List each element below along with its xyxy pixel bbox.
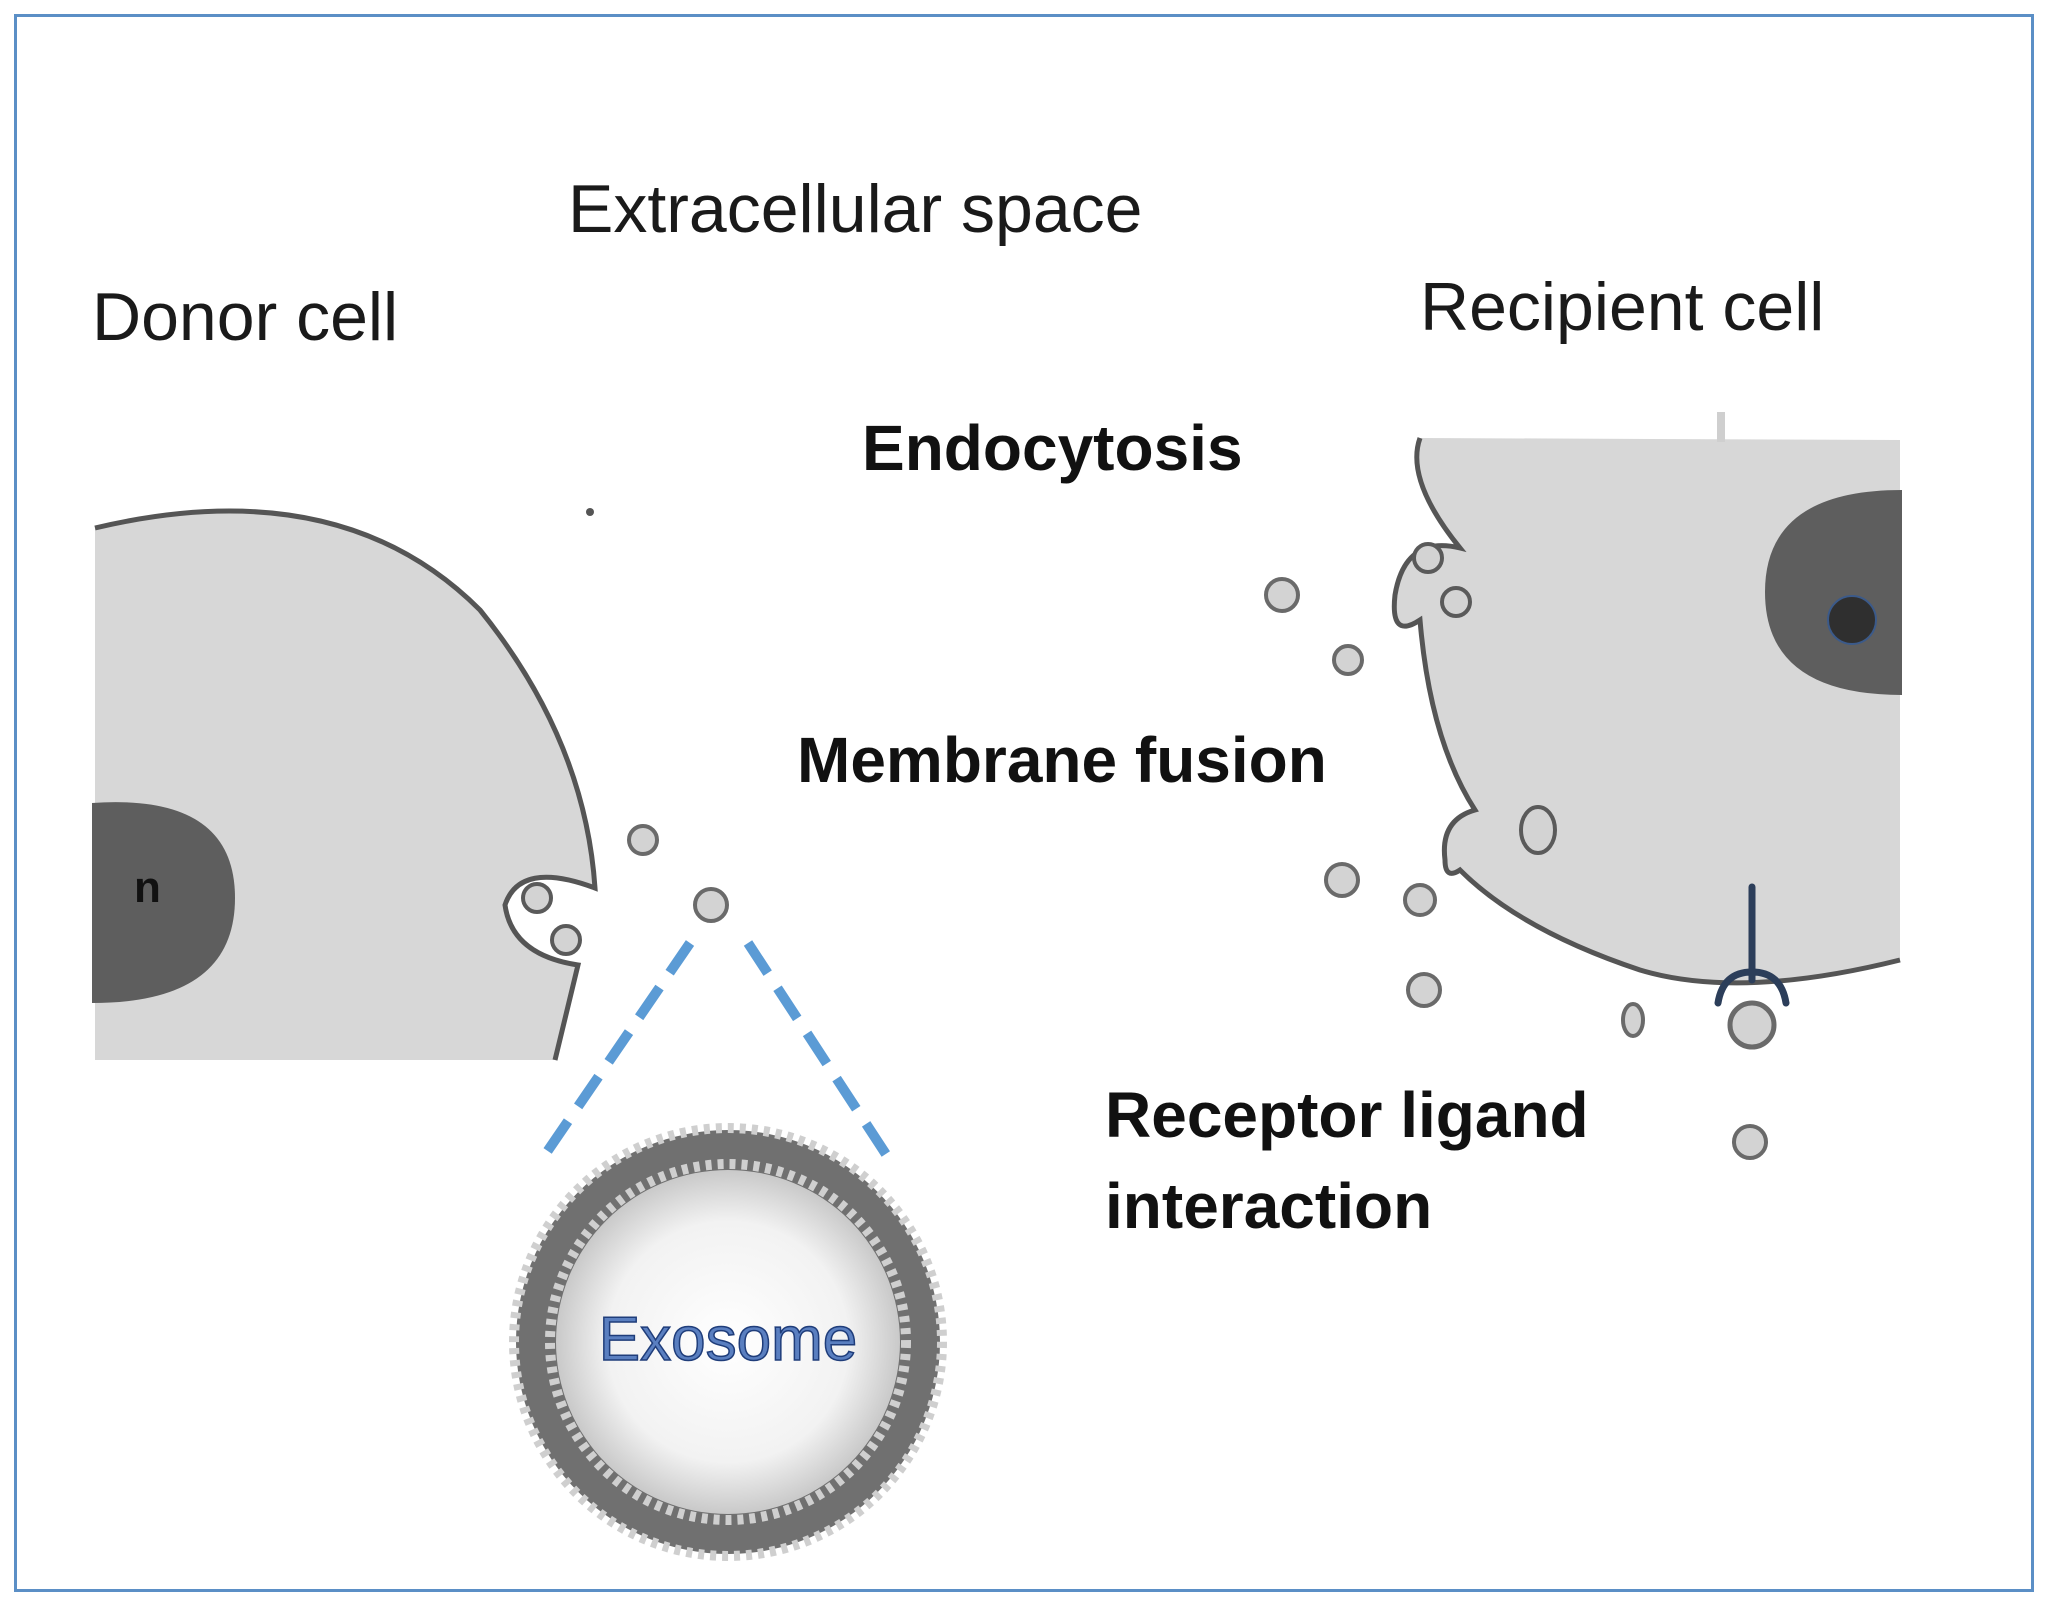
exosome-dot — [1621, 1002, 1645, 1038]
debris-dot — [586, 508, 594, 516]
exosome-inner-bead-ring — [545, 1159, 911, 1525]
endocytosis-label: Endocytosis — [862, 412, 1243, 484]
zoom-line-right — [743, 940, 898, 1168]
exosome-lumen — [556, 1170, 900, 1514]
recipient-cell — [1391, 412, 1902, 1007]
exosome-dot — [1403, 883, 1437, 917]
endocytosed-vesicle — [1440, 586, 1472, 618]
interaction-label: interaction — [1105, 1170, 1432, 1242]
exosome-label: Exosome — [599, 1305, 857, 1374]
exosome-dot — [1324, 862, 1360, 898]
receptor — [1714, 883, 1790, 1007]
exosome-dot — [1727, 1000, 1777, 1050]
donor-cell-membrane — [94, 508, 598, 1061]
donor-cell: n — [92, 508, 598, 1061]
nucleolus — [1827, 595, 1877, 645]
exosome-dot — [1332, 644, 1364, 676]
exosome-enlarged: Exosome — [509, 1123, 947, 1561]
budding-vesicle — [550, 924, 582, 956]
exosome-dot — [1732, 1124, 1768, 1160]
donor-cell-label: Donor cell — [92, 279, 398, 355]
zoom-lines — [533, 940, 898, 1168]
nucleus-label: n — [134, 863, 161, 912]
recipient-nucleus — [1765, 490, 1902, 695]
membrane-fusion-label: Membrane fusion — [797, 724, 1327, 796]
exosome-dot — [693, 887, 729, 923]
membrane-protrusion — [1717, 412, 1725, 442]
free-exosomes — [586, 508, 1777, 1160]
zoom-line-left — [533, 940, 695, 1168]
exosome-dot — [1406, 972, 1442, 1008]
donor-nucleus — [92, 802, 235, 1003]
exosome-outer-bead-ring — [509, 1123, 947, 1561]
budding-vesicle — [521, 882, 553, 914]
recipient-cell-label: Recipient cell — [1420, 269, 1824, 345]
extracellular-space-label: Extracellular space — [568, 171, 1142, 247]
fusing-vesicle — [1519, 805, 1557, 855]
exosome-dot — [627, 824, 659, 856]
receptor-ligand-label: Receptor ligand — [1105, 1079, 1589, 1151]
endocytosed-vesicle — [1412, 542, 1444, 574]
exosome-dot — [1264, 577, 1300, 613]
